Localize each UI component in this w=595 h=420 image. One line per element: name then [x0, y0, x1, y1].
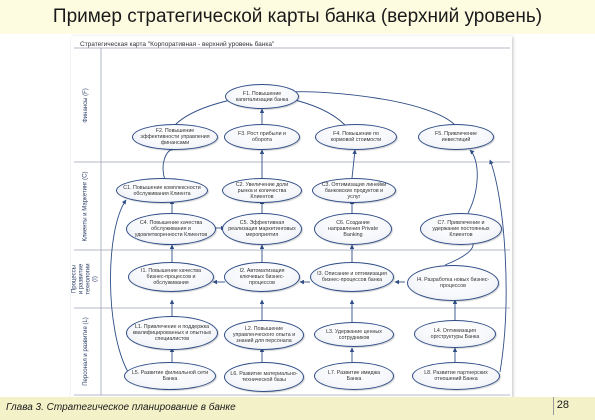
node-c2: C2. Увеличение доли рынка и количества К… — [222, 178, 302, 203]
node-f4: F4. Повышение по кормовой стоимости — [315, 124, 397, 150]
node-l8: L8. Развитие партнерских отношений Банка — [412, 362, 500, 390]
footer-divider — [553, 397, 554, 415]
lane-label-clients: Клиенты и Маркетинг (C) — [82, 171, 89, 241]
arrow-c1-f2 — [162, 146, 176, 181]
node-l7: L7. Развитие имиджа Банка — [314, 362, 394, 390]
slide-title: Пример стратегической карты банка (верхн… — [0, 0, 595, 34]
node-c7: C7. Привлечение и удержание постоянных К… — [420, 213, 502, 245]
footer-bar — [0, 397, 595, 420]
arrow-c3-f4 — [351, 149, 357, 179]
node-i2: I2. Автоматизация ключевых бизнес-процес… — [224, 262, 300, 292]
node-l4: L4. Оптимизация оргструктуры Банка — [414, 320, 496, 348]
node-c5: C5. Эффективная реализация маркетинговых… — [222, 213, 302, 245]
node-c1: C1. Повышение комплексности обслуживания… — [116, 178, 208, 203]
lane-label-personnel: Персонал и развитие (L) — [82, 317, 89, 386]
arrow-l5-c1 — [110, 199, 129, 373]
lane-separators — [74, 47, 510, 396]
node-f3: F3. Рост прибыли и оборота — [224, 124, 300, 150]
node-i4: I4. Разработка новых бизнес-процессов — [407, 265, 499, 301]
node-l1: L1. Привлечение и поддержка квалифициров… — [126, 316, 218, 350]
node-l6: L6. Развитие материально-технической баз… — [224, 362, 304, 392]
diagram-caption: Стратегическая карта "Корпоративная - ве… — [80, 41, 275, 48]
node-f1: F1. Повышение капитализации банка — [225, 84, 299, 109]
arrow-c7-f5 — [467, 149, 478, 214]
arrow-f5-f1 — [289, 89, 456, 126]
footer-chapter: Глава 3. Стратегическое планирование в б… — [6, 402, 236, 413]
node-c6: C6. Создание направления Private Banking — [314, 213, 392, 245]
node-i1: I1. Повышение качества бизнес-процессов … — [128, 262, 214, 292]
arrow-l8-f5 — [489, 159, 507, 373]
node-f5: F5. Привлечение инвестиций — [418, 124, 494, 150]
node-l5: L5. Развитие филиальной сети Банка — [124, 362, 216, 390]
node-c3: C3. Оптимизация линейки банковских проду… — [312, 178, 396, 203]
page-number: 28 — [556, 399, 569, 411]
node-f2: F2. Повышение эффективности управления ф… — [132, 124, 218, 150]
lane-label-processes: Процессы и развитие технологии (I) — [72, 263, 100, 295]
lane-label-finance: Финансы (F) — [82, 87, 89, 123]
node-i3: I3. Описание и оптимизация бизнес-процес… — [310, 262, 394, 292]
node-c4: C4. Повышение качества обслуживания и уд… — [126, 213, 216, 245]
node-l3: L3. Удержание ценных сотрудников — [314, 322, 394, 347]
node-l2: L2. Повышение управленческого опыта и зн… — [224, 320, 304, 350]
